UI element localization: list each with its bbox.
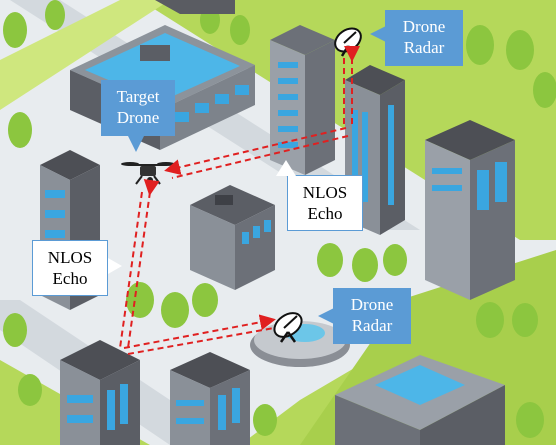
path-to-radar (123, 314, 276, 349)
nlos-right-line-1: NLOS (302, 183, 348, 202)
tree (533, 72, 556, 108)
tree (466, 25, 494, 65)
tree (516, 402, 544, 438)
nlos-right-line-2: Echo (307, 204, 343, 223)
path-to-drone (171, 135, 349, 179)
tree (3, 313, 27, 347)
nlos-right-tail (276, 160, 296, 176)
lawn-strip (0, 0, 170, 110)
tree (8, 112, 32, 148)
trees (3, 0, 556, 438)
nlos-left-line-1: NLOS (47, 248, 93, 267)
radar-bottom-tail (318, 308, 334, 324)
building-bottom-left (60, 340, 140, 445)
tree (476, 302, 504, 338)
radar-dish-bottom-icon (273, 312, 303, 343)
path-drone-down (119, 191, 143, 349)
target-drone-line-2: Drone (116, 108, 160, 127)
nlos-echo-right-label: NLOS Echo (287, 175, 363, 231)
tree (383, 244, 407, 276)
building-bottom-center (170, 352, 250, 445)
nlos-echo-left-label: NLOS Echo (32, 240, 108, 296)
target-drone-label: Target Drone (101, 80, 175, 136)
tree (18, 374, 42, 406)
tree (352, 248, 378, 282)
path-to-drone (164, 127, 347, 176)
tree (506, 30, 534, 70)
nlos-left-line-2: Echo (52, 269, 88, 288)
radar-top-label: Drone Radar (385, 10, 463, 66)
target-drone-tail (128, 136, 144, 152)
building-top-center (155, 0, 235, 14)
tree (3, 12, 27, 48)
tree (192, 283, 218, 317)
tree (45, 0, 65, 30)
radar-bottom-line-2: Radar (351, 316, 393, 335)
path-to-radar (127, 327, 275, 355)
tree (161, 292, 189, 328)
tree (512, 303, 538, 337)
tree (230, 15, 250, 45)
radar-bottom-label: Drone Radar (333, 288, 411, 344)
signal-paths (119, 46, 360, 355)
tree (126, 282, 154, 318)
building-bottom-right (335, 355, 505, 445)
building-center-block (190, 185, 275, 290)
building-right-tall (425, 120, 515, 300)
tree (253, 404, 277, 436)
radar-top-line-1: Drone (402, 17, 446, 36)
target-drone-line-1: Target (116, 87, 160, 106)
nlos-left-tail (108, 258, 122, 274)
radar-bottom-line-1: Drone (350, 295, 394, 314)
radar-top-line-2: Radar (403, 38, 445, 57)
path-drone-down (127, 179, 160, 349)
radar-top-tail (370, 26, 386, 42)
tree (317, 243, 343, 277)
